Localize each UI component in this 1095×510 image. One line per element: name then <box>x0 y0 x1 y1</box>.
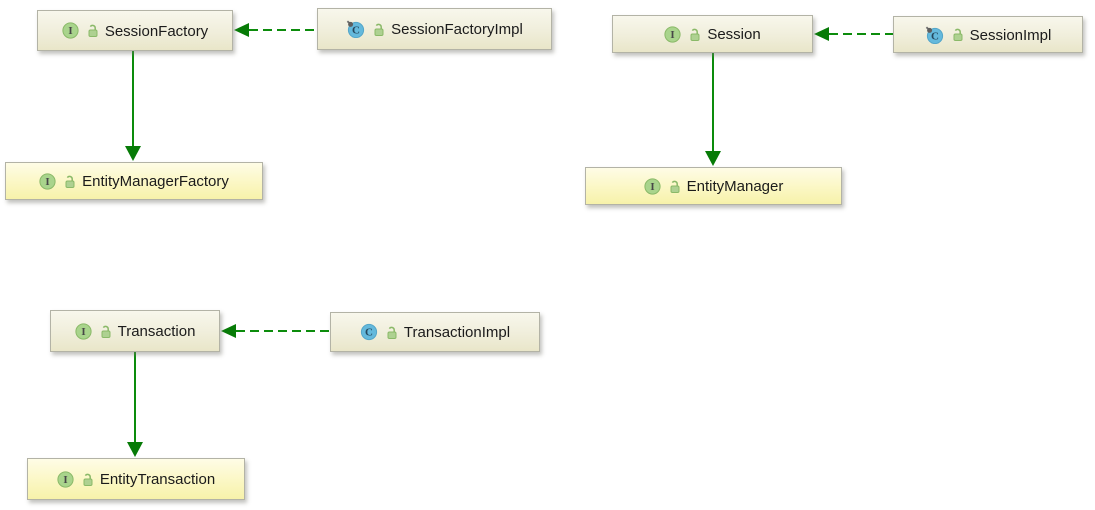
node-label: EntityManager <box>686 178 784 195</box>
public-visibility-lock-icon <box>687 27 701 42</box>
edge-sessionfactoryimpl-realizes-sessionfactory[interactable] <box>249 29 317 31</box>
class-node-transactionimpl[interactable]: C TransactionImpl <box>330 312 540 352</box>
interface-icon: I <box>74 322 92 340</box>
svg-text:C: C <box>352 25 360 37</box>
interface-icon: I <box>39 172 56 190</box>
class-node-entitymanager[interactable]: I EntityManager <box>585 167 842 205</box>
class-node-session[interactable]: I Session <box>612 15 813 53</box>
final-class-icon: C <box>925 26 944 44</box>
interface-icon: I <box>644 177 661 195</box>
class-node-sessionfactory[interactable]: I SessionFactory <box>37 10 233 51</box>
edge-sessionfactory-extends-entitymanagerfactory[interactable] <box>132 51 134 146</box>
public-visibility-lock-icon <box>667 179 681 194</box>
public-visibility-lock-icon <box>371 22 385 37</box>
interface-icon: I <box>62 22 79 39</box>
class-node-entitytransaction[interactable]: I EntityTransaction <box>27 458 245 500</box>
arrowhead-down-icon <box>705 151 721 166</box>
arrowhead-left-icon <box>234 23 249 37</box>
public-visibility-lock-icon <box>950 27 964 42</box>
interface-icon: I <box>57 470 74 488</box>
public-visibility-lock-icon <box>384 325 398 340</box>
class-icon: C <box>360 323 378 341</box>
edge-session-extends-entitymanager[interactable] <box>712 53 714 151</box>
svg-text:I: I <box>650 181 654 193</box>
class-node-entitymanagerfactory[interactable]: I EntityManagerFactory <box>5 162 263 200</box>
edge-transactionimpl-realizes-transaction[interactable] <box>236 330 330 332</box>
node-label: EntityManagerFactory <box>82 173 229 190</box>
svg-text:I: I <box>68 25 72 37</box>
public-visibility-lock-icon <box>62 174 76 189</box>
interface-icon: I <box>664 25 681 43</box>
arrowhead-down-icon <box>125 146 141 161</box>
public-visibility-lock-icon <box>85 23 99 38</box>
node-label: SessionFactoryImpl <box>391 21 523 38</box>
node-label: Transaction <box>117 323 196 340</box>
arrowhead-left-icon <box>221 324 236 338</box>
arrowhead-left-icon <box>814 27 829 41</box>
node-label: TransactionImpl <box>403 324 511 341</box>
public-visibility-lock-icon <box>98 324 112 339</box>
node-label: SessionFactory <box>104 22 209 40</box>
node-label: Session <box>707 26 761 43</box>
class-node-sessionfactoryimpl[interactable]: C SessionFactoryImpl <box>317 8 552 50</box>
svg-text:C: C <box>931 30 939 42</box>
node-label: SessionImpl <box>969 26 1052 44</box>
svg-text:C: C <box>365 327 373 339</box>
svg-text:I: I <box>45 176 49 188</box>
node-label: EntityTransaction <box>99 471 216 488</box>
svg-text:I: I <box>63 474 67 486</box>
svg-text:I: I <box>671 29 675 41</box>
svg-text:I: I <box>81 326 85 338</box>
class-node-transaction[interactable]: I Transaction <box>50 310 220 352</box>
edge-transaction-extends-entitytransaction[interactable] <box>134 352 136 442</box>
final-class-icon: C <box>346 20 365 38</box>
public-visibility-lock-icon <box>80 472 94 487</box>
class-node-sessionimpl[interactable]: C SessionImpl <box>893 16 1083 53</box>
arrowhead-down-icon <box>127 442 143 457</box>
edge-sessionimpl-realizes-session[interactable] <box>829 33 893 35</box>
